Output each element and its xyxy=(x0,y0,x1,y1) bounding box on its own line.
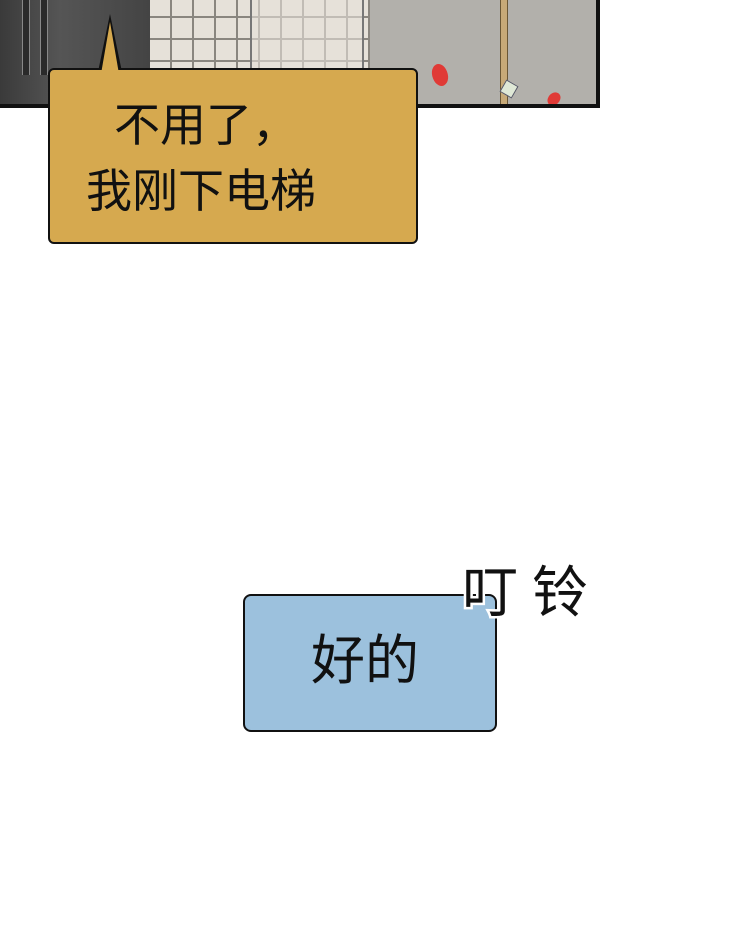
reply-text: 好的 xyxy=(311,629,419,692)
speech-line-2: 我刚下电梯 xyxy=(86,164,316,218)
strap-right xyxy=(40,0,48,75)
petal-1 xyxy=(427,61,453,89)
sound-effect-text: 叮铃 xyxy=(460,561,602,626)
petal-2 xyxy=(545,90,563,104)
strap-left xyxy=(22,0,30,75)
speech-bubble-blue: 好的 xyxy=(243,594,497,732)
background-pole xyxy=(500,0,508,104)
speech-bubble-yellow: 不用了， 我刚下电梯 xyxy=(48,68,418,244)
speech-bubble-tail-fill xyxy=(101,22,119,74)
speech-line-1: 不用了， xyxy=(114,98,298,152)
